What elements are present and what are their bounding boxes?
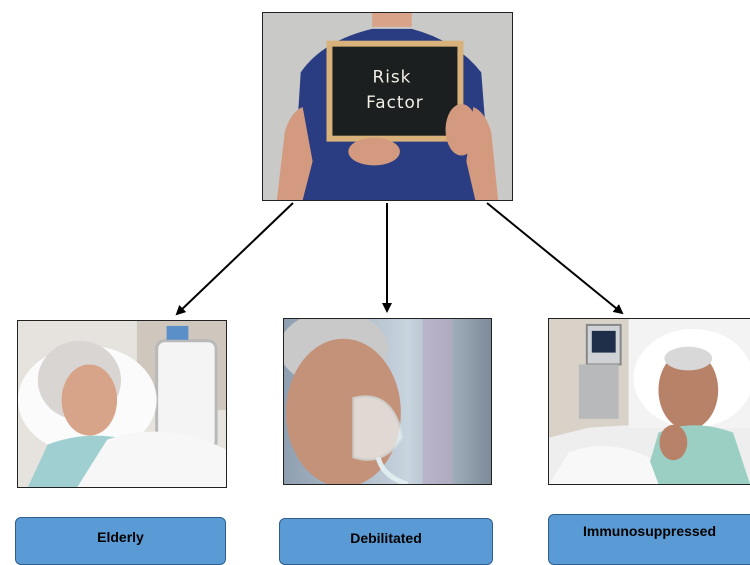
debilitated-label-box: Debilitated <box>279 518 493 565</box>
risk-factor-photo: Risk Factor <box>262 12 513 201</box>
sign-text-line2: Factor <box>366 92 424 112</box>
immunosuppressed-photo <box>548 318 750 485</box>
immunosuppressed-label-box: Immunosuppressed <box>548 514 750 565</box>
elderly-photo <box>17 320 227 488</box>
immunosuppressed-label: Immunosuppressed <box>582 522 717 539</box>
debilitated-label: Debilitated <box>350 529 422 546</box>
elderly-label-box: Elderly <box>15 517 226 565</box>
arrow-to-elderly <box>175 202 294 316</box>
debilitated-photo <box>283 318 492 485</box>
arrow-to-immunosuppressed <box>486 202 624 315</box>
sign-text-line1: Risk <box>373 66 412 86</box>
elderly-label: Elderly <box>97 529 144 545</box>
